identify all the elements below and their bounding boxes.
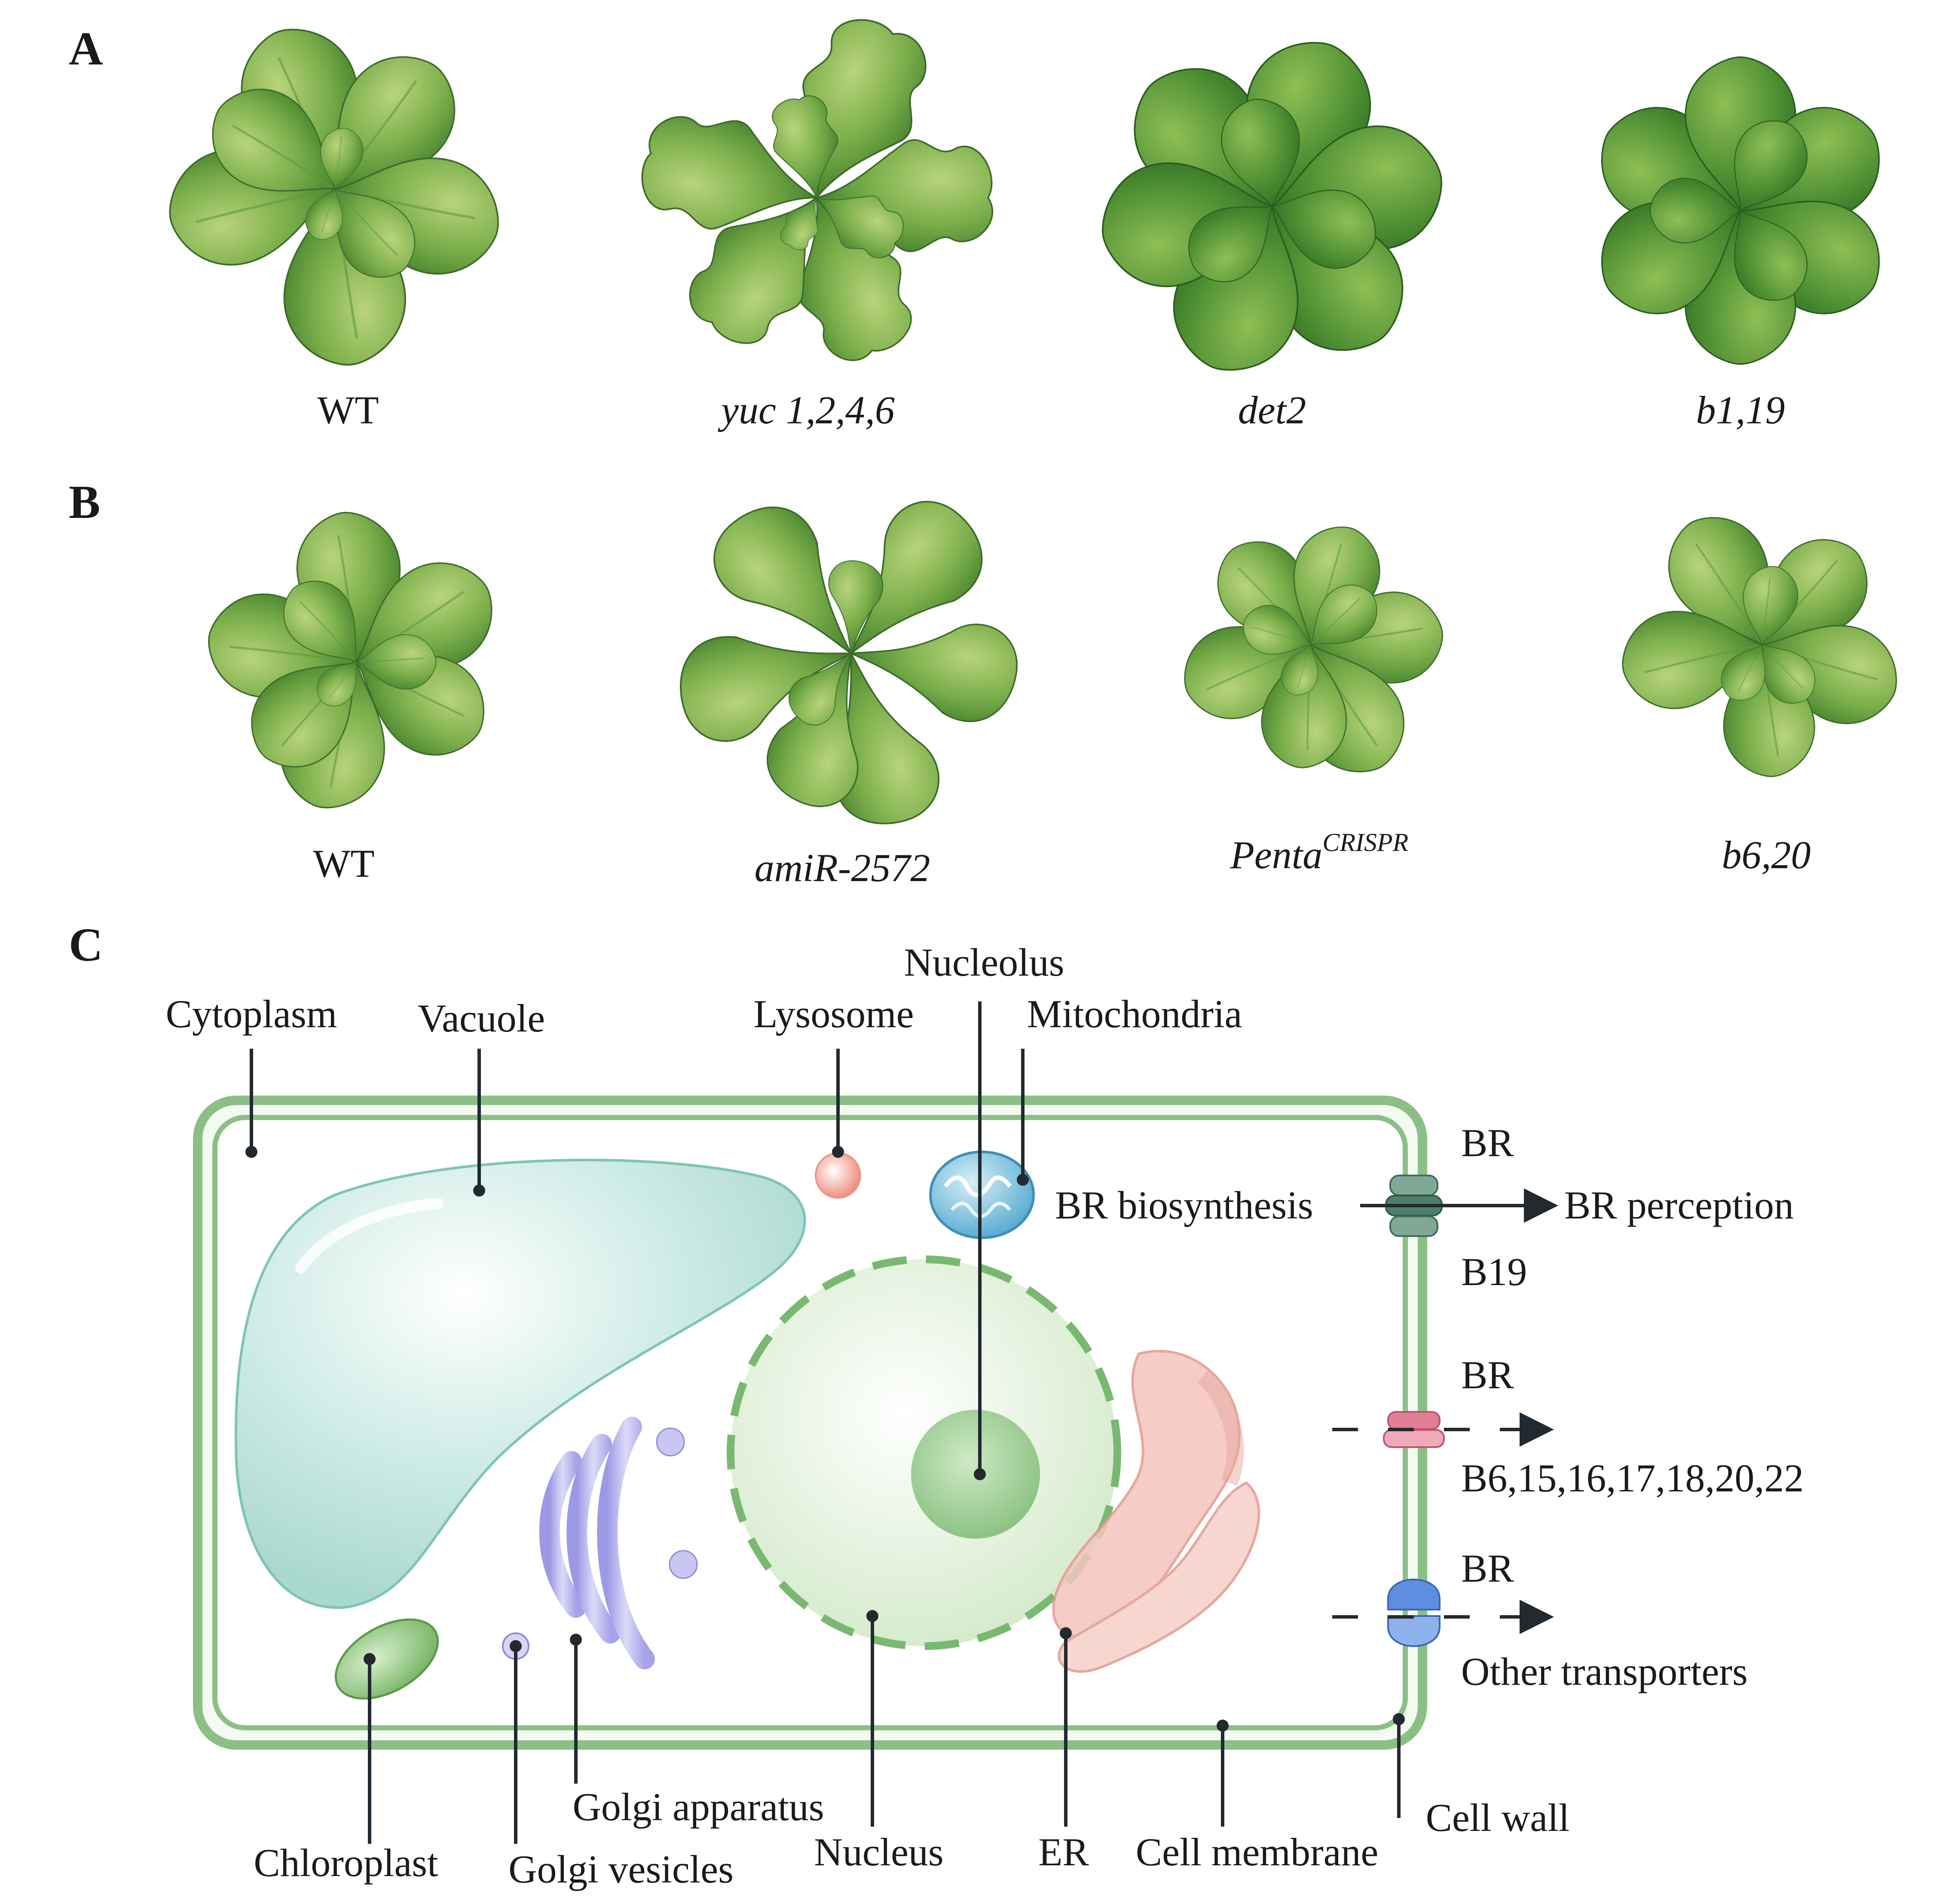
- label-br-biosynthesis: BR biosynthesis: [1055, 1183, 1313, 1227]
- transporter-blue: [1387, 1579, 1441, 1647]
- label-nucleolus: Nucleolus: [904, 940, 1064, 984]
- label-chloroplast: Chloroplast: [254, 1841, 438, 1885]
- rosette-amir: [667, 483, 1025, 837]
- label-t1-top: BR: [1461, 1121, 1514, 1165]
- label-det2: det2: [1238, 388, 1306, 432]
- golgi-apparatus: [539, 1417, 698, 1669]
- label-cell-membrane: Cell membrane: [1136, 1830, 1379, 1874]
- panel-letter-a: A: [69, 22, 103, 75]
- rosette-yuc: [630, 3, 994, 373]
- rosette-b1-19: [1579, 56, 1902, 365]
- label-golgi-apparatus: Golgi apparatus: [572, 1785, 824, 1829]
- rosette-wt-b: [200, 508, 512, 820]
- label-t2-bottom: B6,15,16,17,18,20,22: [1461, 1456, 1804, 1500]
- panel-letter-c: C: [69, 918, 103, 971]
- chloroplast: [334, 1618, 439, 1700]
- label-vacuole: Vacuole: [418, 996, 545, 1040]
- label-wt-a: WT: [317, 388, 379, 432]
- label-t2-top: BR: [1461, 1353, 1514, 1397]
- label-penta-sup: CRISPR: [1322, 828, 1408, 857]
- label-t3-bottom: Other transporters: [1461, 1650, 1748, 1693]
- mitochondria: [929, 1151, 1035, 1239]
- rosette-b6-20: [1615, 499, 1911, 781]
- label-t3-top: BR: [1461, 1546, 1514, 1590]
- label-b6-20: b6,20: [1722, 833, 1811, 877]
- label-cytoplasm: Cytoplasm: [166, 992, 337, 1036]
- panel-letter-b: B: [69, 476, 100, 528]
- label-amir: amiR-2572: [755, 846, 930, 890]
- er: [1052, 1350, 1260, 1673]
- label-yuc: yuc 1,2,4,6: [718, 388, 895, 432]
- label-cell-wall: Cell wall: [1426, 1796, 1570, 1840]
- rosette-det2: [1092, 23, 1453, 389]
- label-penta-main: Penta: [1230, 833, 1323, 877]
- rosette-wt-a: [160, 12, 512, 370]
- leader-lines: [245, 1001, 1405, 1844]
- label-b1-19: b1,19: [1696, 388, 1785, 432]
- label-lysosome: Lysosome: [753, 992, 914, 1036]
- label-t1-bottom: B19: [1461, 1250, 1527, 1294]
- label-br-perception: BR perception: [1564, 1183, 1794, 1227]
- lysosome: [815, 1152, 861, 1199]
- label-golgi-vesicles: Golgi vesicles: [508, 1847, 734, 1891]
- label-er: ER: [1038, 1830, 1089, 1874]
- label-nucleus: Nucleus: [814, 1830, 943, 1874]
- rosette-penta: [1171, 514, 1447, 791]
- vacuole: [234, 1159, 806, 1609]
- label-penta: PentaCRISPR: [1230, 828, 1409, 877]
- label-wt-b: WT: [313, 842, 374, 885]
- label-mitochondria: Mitochondria: [1027, 992, 1242, 1036]
